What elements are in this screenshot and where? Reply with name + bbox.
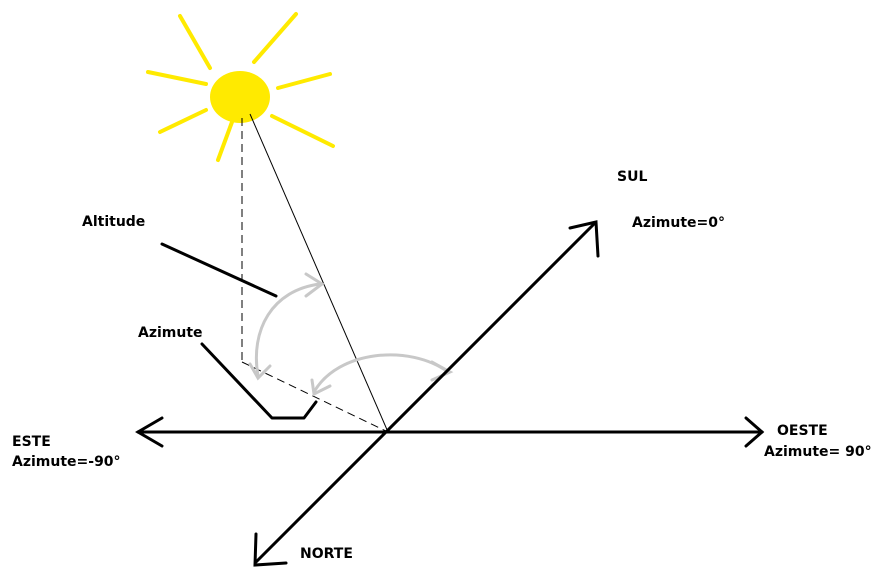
altitude-arc xyxy=(248,272,325,381)
altitude-pointer xyxy=(160,242,278,298)
east-arrow-head xyxy=(135,416,164,448)
azimuth-arc xyxy=(310,353,454,397)
azimuth-label: Azimute xyxy=(138,325,203,341)
sun-ray xyxy=(158,108,208,134)
north-arrow-head xyxy=(253,532,288,567)
west-azimuth-label: Azimute= 90° xyxy=(764,444,872,460)
azimuth-pointer xyxy=(200,342,318,420)
sun-rays xyxy=(146,12,335,162)
east-azimuth-label: Azimute=-90° xyxy=(12,454,121,470)
sun-ray xyxy=(276,72,332,90)
south-label: SUL xyxy=(617,169,648,185)
sun-icon xyxy=(210,71,270,123)
sun-ray xyxy=(270,114,335,148)
sun-ground-projection xyxy=(241,361,389,433)
sun-ray-to-observer xyxy=(249,113,389,433)
sun-ray xyxy=(216,120,234,162)
altitude-label: Altitude xyxy=(82,214,146,230)
sun-ray xyxy=(252,12,298,64)
south-arrow-head xyxy=(568,220,600,258)
arrow-head xyxy=(304,272,325,298)
arrow-head xyxy=(310,378,332,397)
north-south-axis xyxy=(254,222,596,564)
arrow-head xyxy=(248,362,272,381)
sun-ray xyxy=(146,70,208,86)
west-arrow-head xyxy=(744,416,765,448)
arrow-head xyxy=(430,360,454,382)
north-label: NORTE xyxy=(300,546,353,562)
sun-ray xyxy=(178,14,212,70)
east-label: ESTE xyxy=(12,434,51,450)
south-azimuth-label: Azimute=0° xyxy=(632,215,725,231)
compass-axes xyxy=(135,220,765,567)
west-label: OESTE xyxy=(777,423,828,439)
